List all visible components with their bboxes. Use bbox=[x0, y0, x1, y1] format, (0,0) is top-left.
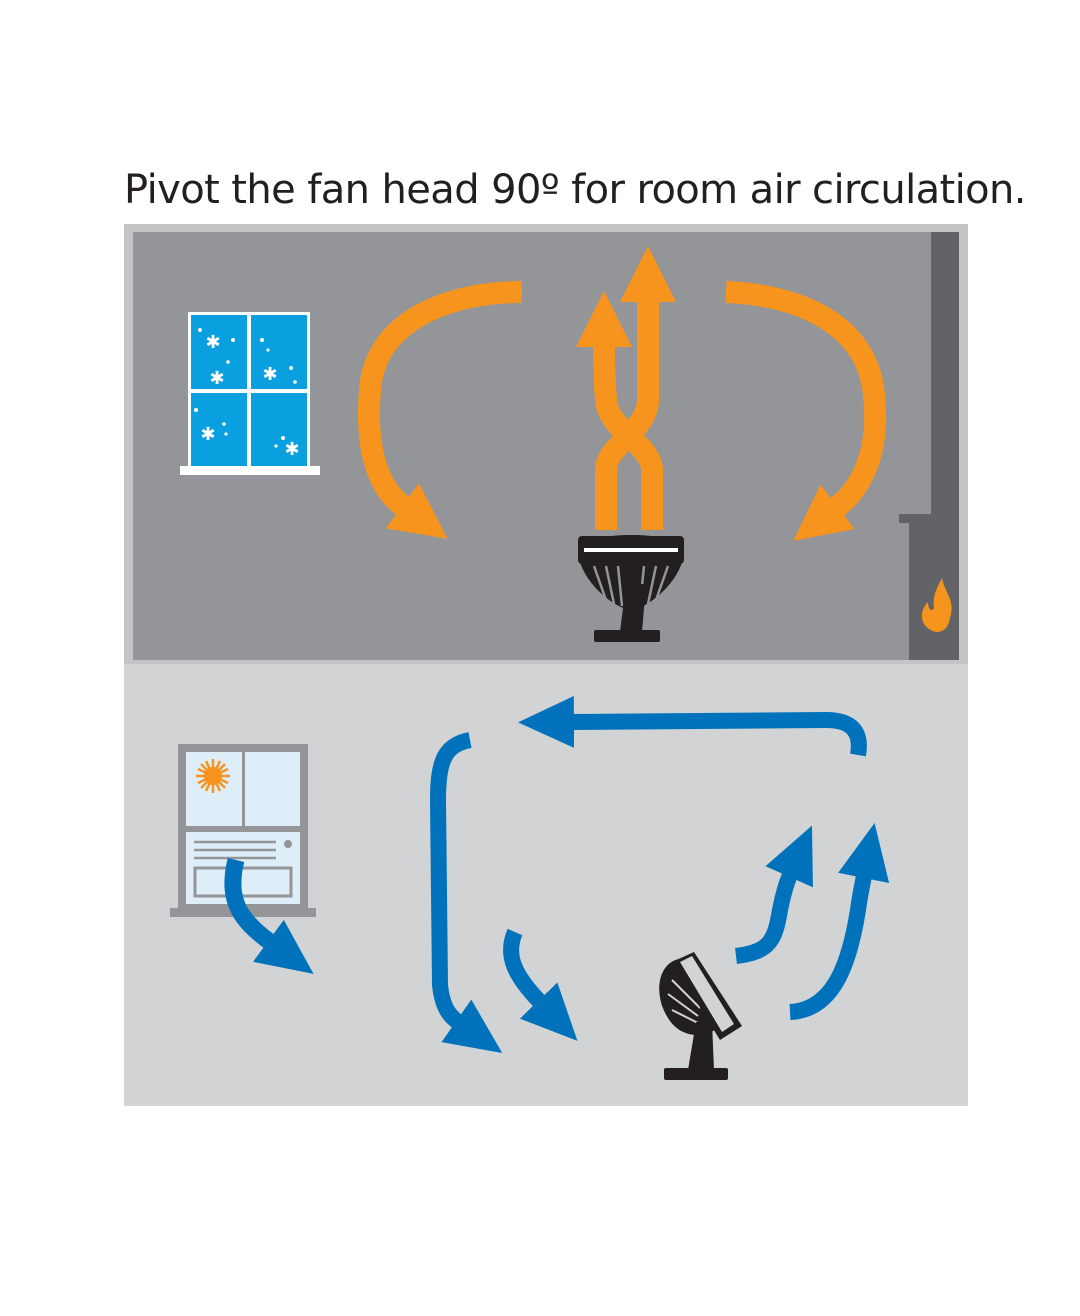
warm-arrow-right bbox=[725, 281, 887, 541]
cool-arrow-up-a bbox=[734, 825, 813, 964]
svg-text:✱: ✱ bbox=[284, 439, 299, 460]
fan-upward-icon bbox=[578, 535, 684, 642]
fan-tilted-icon bbox=[659, 952, 742, 1080]
fireplace bbox=[899, 232, 959, 660]
frost-window: ✱ ✱ ✱ ✱ ✱ bbox=[180, 312, 320, 475]
air-conditioner-icon bbox=[186, 832, 300, 904]
warm-air-arrows bbox=[357, 246, 887, 541]
svg-text:✱: ✱ bbox=[209, 368, 224, 389]
svg-text:✱: ✱ bbox=[205, 332, 220, 353]
cool-arrow-up-b bbox=[789, 823, 890, 1020]
warm-arrow-twist-b bbox=[576, 291, 663, 530]
warm-arrow-twist-a bbox=[595, 246, 676, 530]
window-sill bbox=[180, 466, 320, 475]
sun-icon bbox=[196, 759, 230, 793]
cool-arrow-down bbox=[503, 928, 578, 1041]
snowflake-icons: ✱ ✱ ✱ ✱ ✱ bbox=[194, 328, 300, 460]
svg-text:✱: ✱ bbox=[200, 424, 215, 445]
summer-room bbox=[124, 664, 968, 1106]
cool-arrow-left-loop bbox=[429, 732, 503, 1053]
flame-icon bbox=[921, 578, 952, 632]
svg-text:✱: ✱ bbox=[262, 364, 277, 385]
cool-air-arrows bbox=[224, 695, 890, 1053]
cool-arrow-ac bbox=[224, 857, 314, 974]
cool-arrow-top bbox=[518, 695, 867, 757]
warm-arrow-left bbox=[357, 281, 523, 539]
winter-room: ✱ ✱ ✱ ✱ ✱ bbox=[133, 232, 959, 660]
diagram-title: Pivot the fan head 90º for room air circ… bbox=[124, 167, 1026, 213]
sunny-window bbox=[170, 744, 316, 917]
